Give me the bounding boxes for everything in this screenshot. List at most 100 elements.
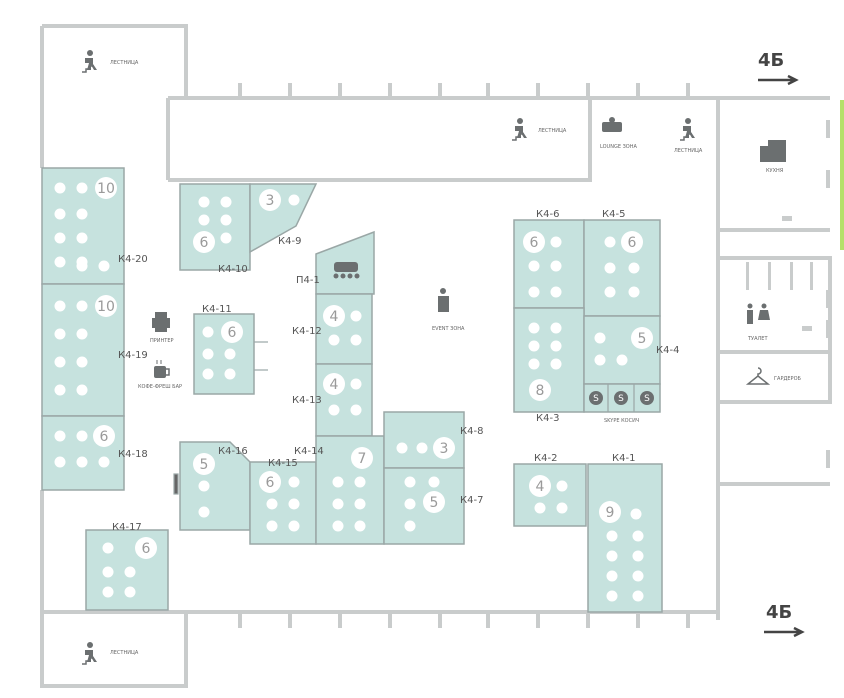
seat <box>528 260 540 272</box>
label-k4-20: К4-20 <box>118 254 148 265</box>
room-k4-5[interactable] <box>583 219 661 317</box>
stairs-icon <box>512 118 527 141</box>
wardrobe-label: ГАРДЕРОБ <box>774 376 802 382</box>
seat-count-badge <box>323 305 345 327</box>
label-k4-14: К4-14 <box>294 446 324 457</box>
label-k4-1: К4-1 <box>612 453 635 464</box>
seat <box>594 354 606 366</box>
room-k4-18[interactable] <box>41 415 125 491</box>
seat-count-badge <box>433 437 455 459</box>
arrow-right-icon <box>758 74 799 86</box>
label-k4-4: К4-4 <box>656 345 679 356</box>
seat <box>354 498 366 510</box>
green-edge-marker <box>840 100 844 250</box>
event-podium-icon <box>438 288 449 312</box>
seat-count-badge <box>351 447 373 469</box>
label-k4-8: К4-8 <box>460 426 483 437</box>
seat <box>288 520 300 532</box>
room-k4-8[interactable] <box>383 411 465 469</box>
seat <box>54 456 66 468</box>
seat <box>328 334 340 346</box>
seat <box>54 232 66 244</box>
seat-count-badge <box>135 537 157 559</box>
seat <box>528 340 540 352</box>
seat <box>556 480 568 492</box>
coffee-cup-icon <box>154 360 170 378</box>
seat <box>528 358 540 370</box>
seat <box>632 530 644 542</box>
office-labels: К4-20 К4-19 К4-18 К4-17 К4-10 К4-9 К4-11… <box>112 209 679 533</box>
skype-icon <box>589 391 603 405</box>
room-k4-4[interactable] <box>583 315 661 385</box>
seat-count: 6 <box>100 429 109 445</box>
seat <box>220 232 232 244</box>
room-k4-1[interactable] <box>587 463 663 613</box>
room-k4-12[interactable] <box>315 293 373 365</box>
seat <box>404 476 416 488</box>
seat <box>54 356 66 368</box>
seat <box>198 506 210 518</box>
label-k4-18: К4-18 <box>118 449 148 460</box>
seat <box>534 502 546 514</box>
seat <box>332 520 344 532</box>
seat-count-badge <box>193 231 215 253</box>
label-p4-1: П4-1 <box>296 275 320 286</box>
room-k4-6[interactable] <box>513 219 585 309</box>
seat <box>288 498 300 510</box>
room-k4-10[interactable] <box>179 183 251 271</box>
seat <box>628 286 640 298</box>
label-k4-13: К4-13 <box>292 395 322 406</box>
seat <box>332 476 344 488</box>
seat <box>606 550 618 562</box>
room-k4-2[interactable] <box>513 463 587 527</box>
skype-label: SKYPE КОСИЧ <box>604 418 639 424</box>
wall-ticks <box>238 83 830 628</box>
seat-count-badge <box>221 321 243 343</box>
seat <box>124 586 136 598</box>
seat-count-badge <box>631 327 653 349</box>
seat <box>594 332 606 344</box>
seat <box>54 256 66 268</box>
skype-icon <box>640 391 654 405</box>
seat <box>350 310 362 322</box>
seat <box>220 196 232 208</box>
seat-count-badge <box>599 501 621 523</box>
room-k4-3[interactable] <box>513 307 585 413</box>
exit-4b-top[interactable]: 4Б <box>758 50 799 86</box>
seat <box>550 236 562 248</box>
seat-count-badge <box>423 491 445 513</box>
seat <box>224 368 236 380</box>
seat <box>354 520 366 532</box>
seat <box>350 404 362 416</box>
seat-count: 5 <box>430 495 439 511</box>
room-k4-13[interactable] <box>315 363 373 437</box>
label-k4-12: К4-12 <box>292 326 322 337</box>
exit-4b-bottom[interactable]: 4Б <box>764 602 805 638</box>
stairs-label-top: ЛЕСТНИЦА <box>538 128 567 134</box>
seat-count: 7 <box>358 451 367 467</box>
seat <box>632 550 644 562</box>
seat-count: 5 <box>638 331 647 347</box>
seat <box>606 590 618 602</box>
seat-count-badge <box>95 295 117 317</box>
seat <box>102 566 114 578</box>
icons <box>82 50 786 665</box>
room-k4-15[interactable] <box>249 461 317 545</box>
seat-count: 6 <box>628 235 637 251</box>
label-k4-9: К4-9 <box>278 236 301 247</box>
seat-count-badge <box>621 231 643 253</box>
lounge-sofa-icon <box>602 117 622 132</box>
room-k4-14[interactable] <box>315 435 385 545</box>
seat <box>98 260 110 272</box>
stairs-label-bottom: ЛЕСТНИЦА <box>110 650 139 656</box>
seat <box>54 328 66 340</box>
toilet-icon <box>747 303 770 324</box>
seats <box>54 182 644 602</box>
seat-count-badge <box>529 475 551 497</box>
seat <box>556 502 568 514</box>
stairs-label-right: ЛЕСТНИЦА <box>674 148 703 154</box>
seat <box>76 456 88 468</box>
seat <box>202 368 214 380</box>
seat <box>102 586 114 598</box>
